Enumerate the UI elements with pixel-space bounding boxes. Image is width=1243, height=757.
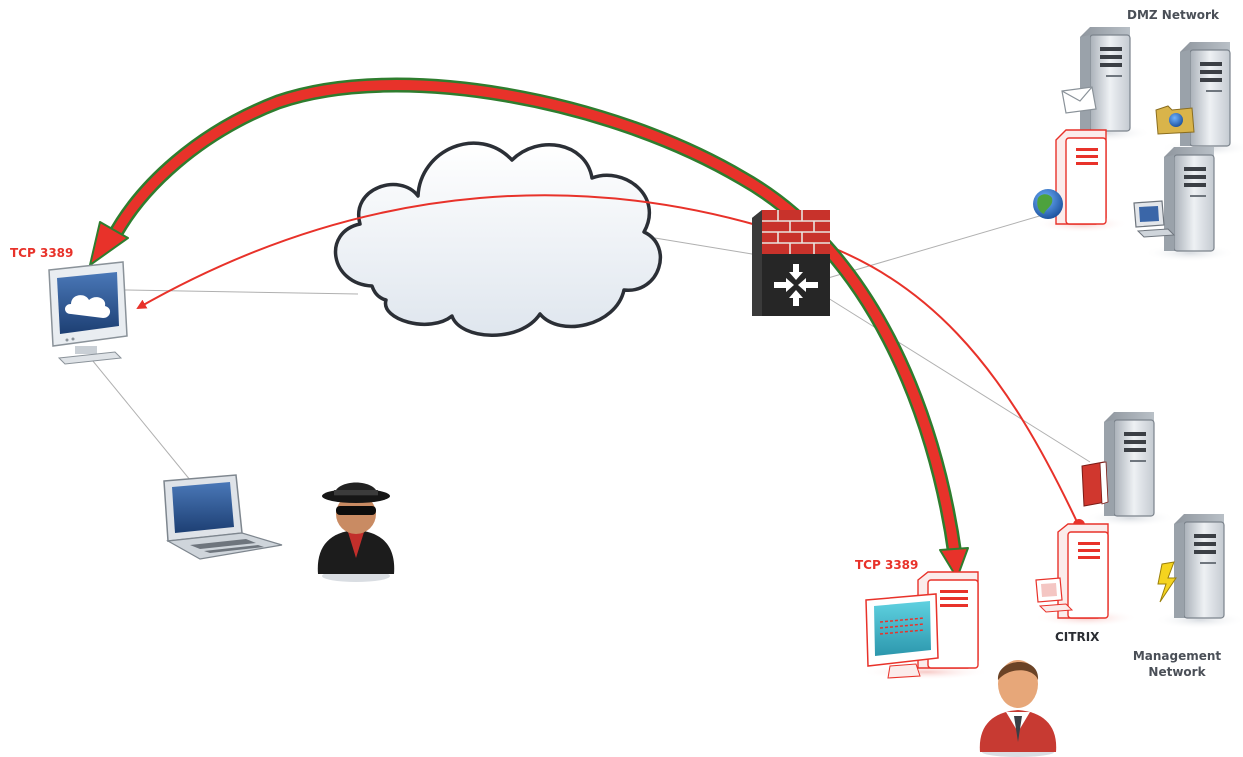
link-firewall-mgmt <box>827 297 1091 463</box>
user-icon <box>979 660 1057 757</box>
mgmt-server-icon <box>1081 411 1177 528</box>
link-cloud-firewall <box>654 237 759 256</box>
hacker-icon <box>317 482 395 582</box>
dmz-compromised-server-icon <box>1033 129 1128 233</box>
cloud-icon <box>333 141 663 337</box>
link-monitor-laptop <box>87 354 196 487</box>
management-network-label-line1: Management <box>1133 649 1222 663</box>
rdp-tunnel-arrow <box>89 77 969 579</box>
tcp-3389-right-label: TCP 3389 <box>855 558 918 572</box>
dmz-network-label: DMZ Network <box>1127 8 1220 22</box>
workstation-icon <box>862 571 990 680</box>
attack-path-thin <box>136 194 1079 525</box>
web-server-icon <box>1155 41 1243 158</box>
link-firewall-dmz <box>827 209 1061 279</box>
mail-server-icon <box>1059 26 1153 143</box>
power-server-icon <box>1153 513 1243 630</box>
firewall-router-icon <box>752 210 830 316</box>
dmz-admin-server-icon <box>1133 146 1237 263</box>
citrix-label: CITRIX <box>1055 630 1100 644</box>
remote-monitor-icon <box>48 261 128 365</box>
laptop-icon <box>163 474 283 560</box>
citrix-server-icon <box>1034 523 1138 627</box>
tcp-3389-left-label: TCP 3389 <box>10 246 73 260</box>
network-links <box>87 209 1091 487</box>
management-network-label-line2: Network <box>1148 665 1206 679</box>
link-monitor-cloud <box>124 289 359 295</box>
